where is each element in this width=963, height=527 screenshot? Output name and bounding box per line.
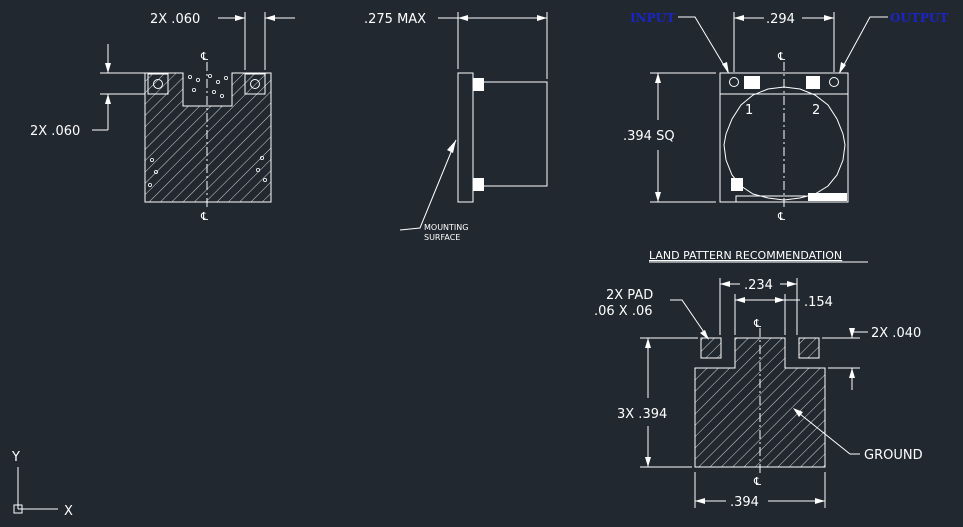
left-pin-1 — [147, 73, 169, 95]
output-label: OUTPUT — [890, 11, 948, 25]
left-view-dots — [147, 74, 267, 187]
land-pattern-title: LAND PATTERN RECOMMENDATION — [649, 249, 842, 262]
pad-label-line1: 2X PAD — [606, 288, 653, 303]
mounting-surface-line1: MOUNTING — [424, 223, 468, 232]
pad-right-top — [806, 76, 820, 89]
top-centerline-top: ℄ — [777, 50, 785, 63]
land-pattern: LAND PATTERN RECOMMENDATION ℄ ℄ .234 .15… — [594, 249, 923, 510]
land-height-394: 3X .394 — [617, 407, 667, 422]
land-pad-left — [700, 337, 722, 359]
land-centerline-bottom: ℄ — [753, 475, 761, 488]
land-width-234: .234 — [744, 278, 773, 293]
land-pad-right — [798, 337, 820, 359]
ground-label: GROUND — [864, 448, 923, 463]
pad-right-bottom — [808, 193, 847, 201]
left-pin-2 — [244, 73, 266, 95]
left-centerline-bottom: ℄ — [200, 210, 208, 223]
side-view-flange — [457, 72, 474, 203]
side-view-body — [472, 81, 548, 187]
side-view: .275 MAX MOUNTING SURFACE — [364, 12, 548, 242]
land-width-394: .394 — [730, 495, 759, 510]
ucs-icon: Y X — [11, 450, 73, 519]
side-view-pin-bottom — [473, 178, 484, 191]
top-centerline-bottom: ℄ — [777, 210, 785, 223]
size-dim: .394 SQ — [623, 129, 675, 144]
land-offset-154: .154 — [804, 295, 833, 310]
pin-2-label: 2 — [812, 103, 820, 118]
pad-left-bottom — [731, 178, 743, 191]
pad-left-top — [744, 76, 760, 89]
pin-width-dim: 2X .060 — [150, 12, 200, 27]
land-centerline-top: ℄ — [753, 317, 761, 330]
output-pin — [829, 77, 839, 87]
input-pin — [729, 77, 739, 87]
mounting-surface-line2: SURFACE — [424, 233, 460, 242]
input-label: INPUT — [630, 11, 675, 25]
land-pad-height-040: 2X .040 — [871, 326, 921, 341]
left-pin-2-hole — [250, 79, 260, 89]
left-centerline-top: ℄ — [200, 50, 208, 63]
pin-height-dim: 2X .060 — [30, 124, 80, 139]
top-view: ℄ ℄ 1 2 .294 INPUT OUTPUT .394 SQ — [623, 11, 948, 223]
ucs-y-label: Y — [11, 450, 20, 465]
side-view-pin-top — [473, 78, 484, 91]
left-pin-1-hole — [153, 79, 163, 89]
ucs-x-label: X — [64, 504, 73, 519]
pin-1-label: 1 — [745, 103, 753, 118]
pin-spacing-dim: .294 — [766, 12, 795, 27]
pad-label-line2: .06 X .06 — [594, 304, 653, 319]
max-thickness-dim: .275 MAX — [364, 12, 426, 27]
left-view: ℄ ℄ 2X .060 2X .060 — [30, 12, 295, 223]
left-view-body — [144, 72, 272, 203]
